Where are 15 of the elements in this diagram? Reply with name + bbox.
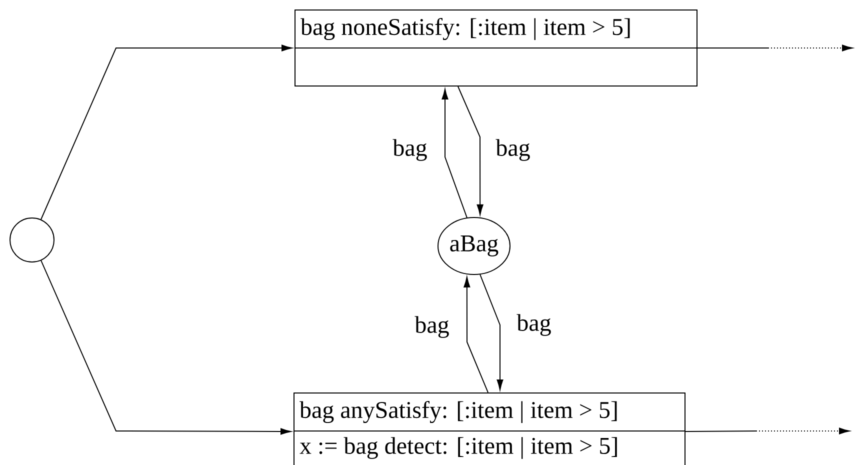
arrow [480,274,504,390]
edge-label: bag [494,138,532,162]
edge-label: bag [392,138,428,162]
class-box: bag anySatisfy: [:item | item > 5] x := bag detect: [:item | item > 5] [294,392,686,465]
class-box: bag noneSatisfy: [:item | item > 5] [294,10,698,86]
start-circle [10,218,55,262]
arrow [464,276,488,393]
arrow [40,44,292,220]
edge-label: bag [414,315,450,339]
arrow [685,428,850,434]
arrow [458,86,484,216]
arrow [40,260,292,435]
arrow [697,44,853,52]
edge-label: bag [516,313,552,337]
arrow [442,88,468,218]
